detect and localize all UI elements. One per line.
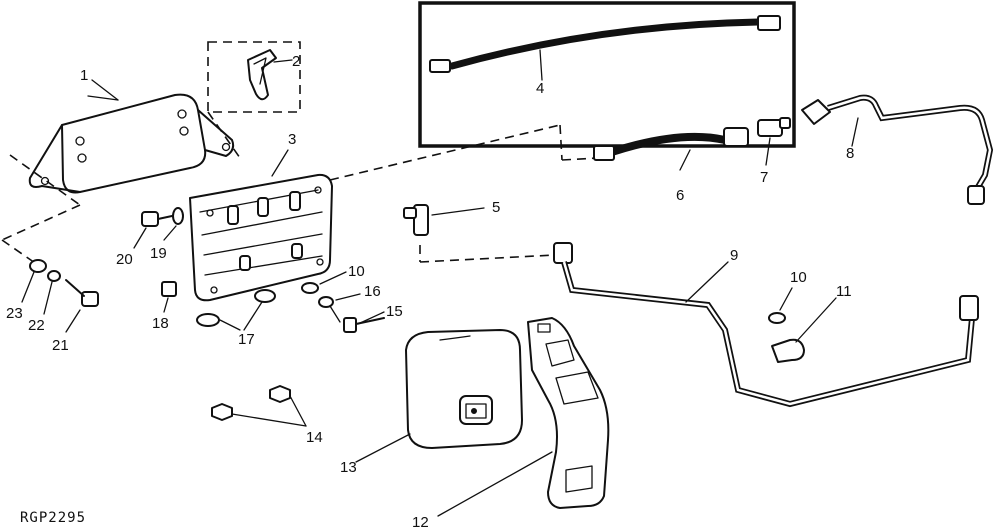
callout-21: 21 [52, 337, 69, 354]
callout-12: 12 [412, 514, 429, 530]
callout-16: 16 [364, 283, 381, 300]
callout-5: 5 [492, 199, 500, 216]
callout-23: 23 [6, 305, 23, 322]
part-23-washer [21, 259, 47, 303]
callout-18: 18 [152, 315, 169, 332]
part-17-o-rings [196, 289, 276, 331]
part-7-adapter [757, 117, 791, 166]
part-8-steel-line [801, 94, 994, 205]
part-14-nuts [211, 385, 307, 427]
callout-7: 7 [760, 169, 768, 186]
part-21-bolt [65, 279, 99, 333]
part-16-lock-washer [318, 293, 361, 308]
callout-8: 8 [846, 145, 854, 162]
part-19-washer [163, 207, 184, 241]
callout-6: 6 [676, 187, 684, 204]
callout-2: 2 [292, 53, 300, 70]
callout-1: 1 [80, 67, 88, 84]
part-20-bolt [133, 211, 173, 249]
part-6-hose [593, 127, 749, 171]
callout-14: 14 [306, 429, 323, 446]
callout-labels: 1 2 3 4 5 6 7 8 9 10 11 12 13 14 15 16 1… [6, 53, 854, 530]
callout-19: 19 [150, 245, 167, 262]
callout-10-left: 10 [348, 263, 365, 280]
part-3-cooler-core [189, 149, 333, 302]
part-18-plug [161, 281, 177, 313]
part-15-bolt [329, 305, 385, 333]
part-12-bracket [437, 317, 610, 517]
part-13-cover [355, 329, 523, 463]
callout-4: 4 [536, 80, 544, 97]
part-1-mounting-plate [28, 93, 235, 194]
callout-11: 11 [836, 283, 852, 300]
callout-20: 20 [116, 251, 133, 268]
callout-13: 13 [340, 459, 357, 476]
figure-code: RGP2295 [20, 510, 86, 526]
callout-15: 15 [386, 303, 403, 320]
part-2-clip [207, 41, 301, 159]
part-22-lock-washer [43, 270, 61, 315]
callout-10-right: 10 [790, 269, 807, 286]
part-9-steel-line [553, 242, 979, 408]
part-4-hose [418, 1, 796, 148]
callout-17: 17 [238, 331, 255, 348]
callout-22: 22 [28, 317, 45, 334]
part-11-clamp [771, 297, 837, 363]
callout-3: 3 [288, 131, 296, 148]
callout-9: 9 [730, 247, 738, 264]
part-10-washer-right [768, 287, 793, 324]
part-10-washer-left [301, 271, 347, 294]
part-5-elbow [403, 204, 485, 236]
